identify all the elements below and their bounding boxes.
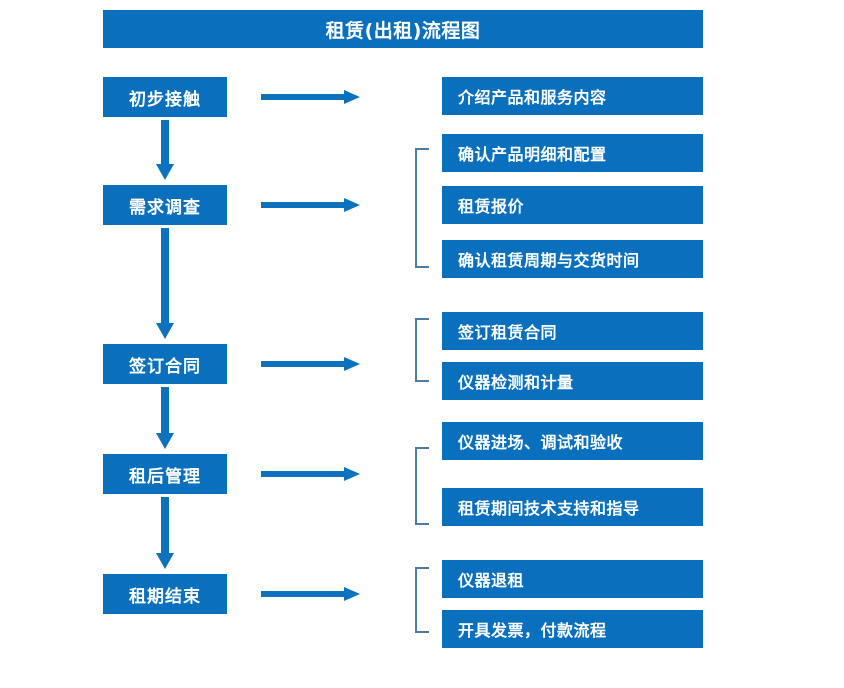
flow-arrow-down-3	[152, 387, 178, 451]
detail-label-3-2: 仪器检测和计量	[458, 373, 574, 392]
detail-arrow-right-1	[261, 88, 361, 106]
detail-box-2-3[interactable]: 确认租赁周期与交货时间	[442, 240, 703, 278]
detail-box-3-1[interactable]: 签订租赁合同	[442, 312, 703, 350]
stage-box-1[interactable]: 初步接触	[103, 77, 227, 117]
detail-label-2-3: 确认租赁周期与交货时间	[458, 251, 640, 270]
detail-label-5-1: 仪器退租	[458, 571, 525, 590]
stage-box-5[interactable]: 租期结束	[103, 574, 227, 614]
stage-label-2: 需求调查	[129, 197, 201, 218]
flow-arrow-down-1	[152, 120, 178, 182]
detail-box-5-2[interactable]: 开具发票，付款流程	[442, 610, 703, 648]
flow-arrow-down-4	[152, 497, 178, 571]
flow-arrow-down-2	[152, 228, 178, 341]
stage-box-3[interactable]: 签订合同	[103, 344, 227, 384]
detail-box-5-1[interactable]: 仪器退租	[442, 560, 703, 598]
stage-label-1: 初步接触	[129, 89, 201, 110]
detail-label-1-1: 介绍产品和服务内容	[458, 88, 607, 107]
detail-arrow-right-2	[261, 196, 361, 214]
detail-box-4-2[interactable]: 租赁期间技术支持和指导	[442, 488, 703, 526]
stage-label-5: 租期结束	[129, 586, 201, 607]
detail-arrow-right-4	[261, 465, 361, 483]
diagram-title-banner: 租赁(出租)流程图	[103, 10, 703, 48]
group-bracket-4	[414, 447, 430, 525]
detail-box-2-1[interactable]: 确认产品明细和配置	[442, 134, 703, 172]
detail-box-2-2[interactable]: 租赁报价	[442, 186, 703, 224]
detail-box-4-1[interactable]: 仪器进场、调试和验收	[442, 422, 703, 460]
detail-label-4-1: 仪器进场、调试和验收	[458, 433, 624, 452]
group-bracket-3	[414, 318, 430, 382]
stage-label-4: 租后管理	[129, 466, 201, 487]
detail-arrow-right-5	[261, 585, 361, 603]
detail-label-2-2: 租赁报价	[458, 197, 525, 216]
detail-label-4-2: 租赁期间技术支持和指导	[458, 499, 640, 518]
detail-box-1-1[interactable]: 介绍产品和服务内容	[442, 77, 703, 115]
group-bracket-2	[414, 148, 430, 268]
stage-box-2[interactable]: 需求调查	[103, 185, 227, 225]
detail-label-2-1: 确认产品明细和配置	[458, 145, 607, 164]
stage-box-4[interactable]: 租后管理	[103, 454, 227, 494]
detail-box-3-2[interactable]: 仪器检测和计量	[442, 362, 703, 400]
page-title: 租赁(出租)流程图	[325, 19, 481, 42]
group-bracket-5	[414, 567, 430, 633]
detail-label-3-1: 签订租赁合同	[458, 323, 558, 342]
stage-label-3: 签订合同	[129, 356, 201, 377]
detail-label-5-2: 开具发票，付款流程	[458, 621, 607, 640]
detail-arrow-right-3	[261, 355, 361, 373]
